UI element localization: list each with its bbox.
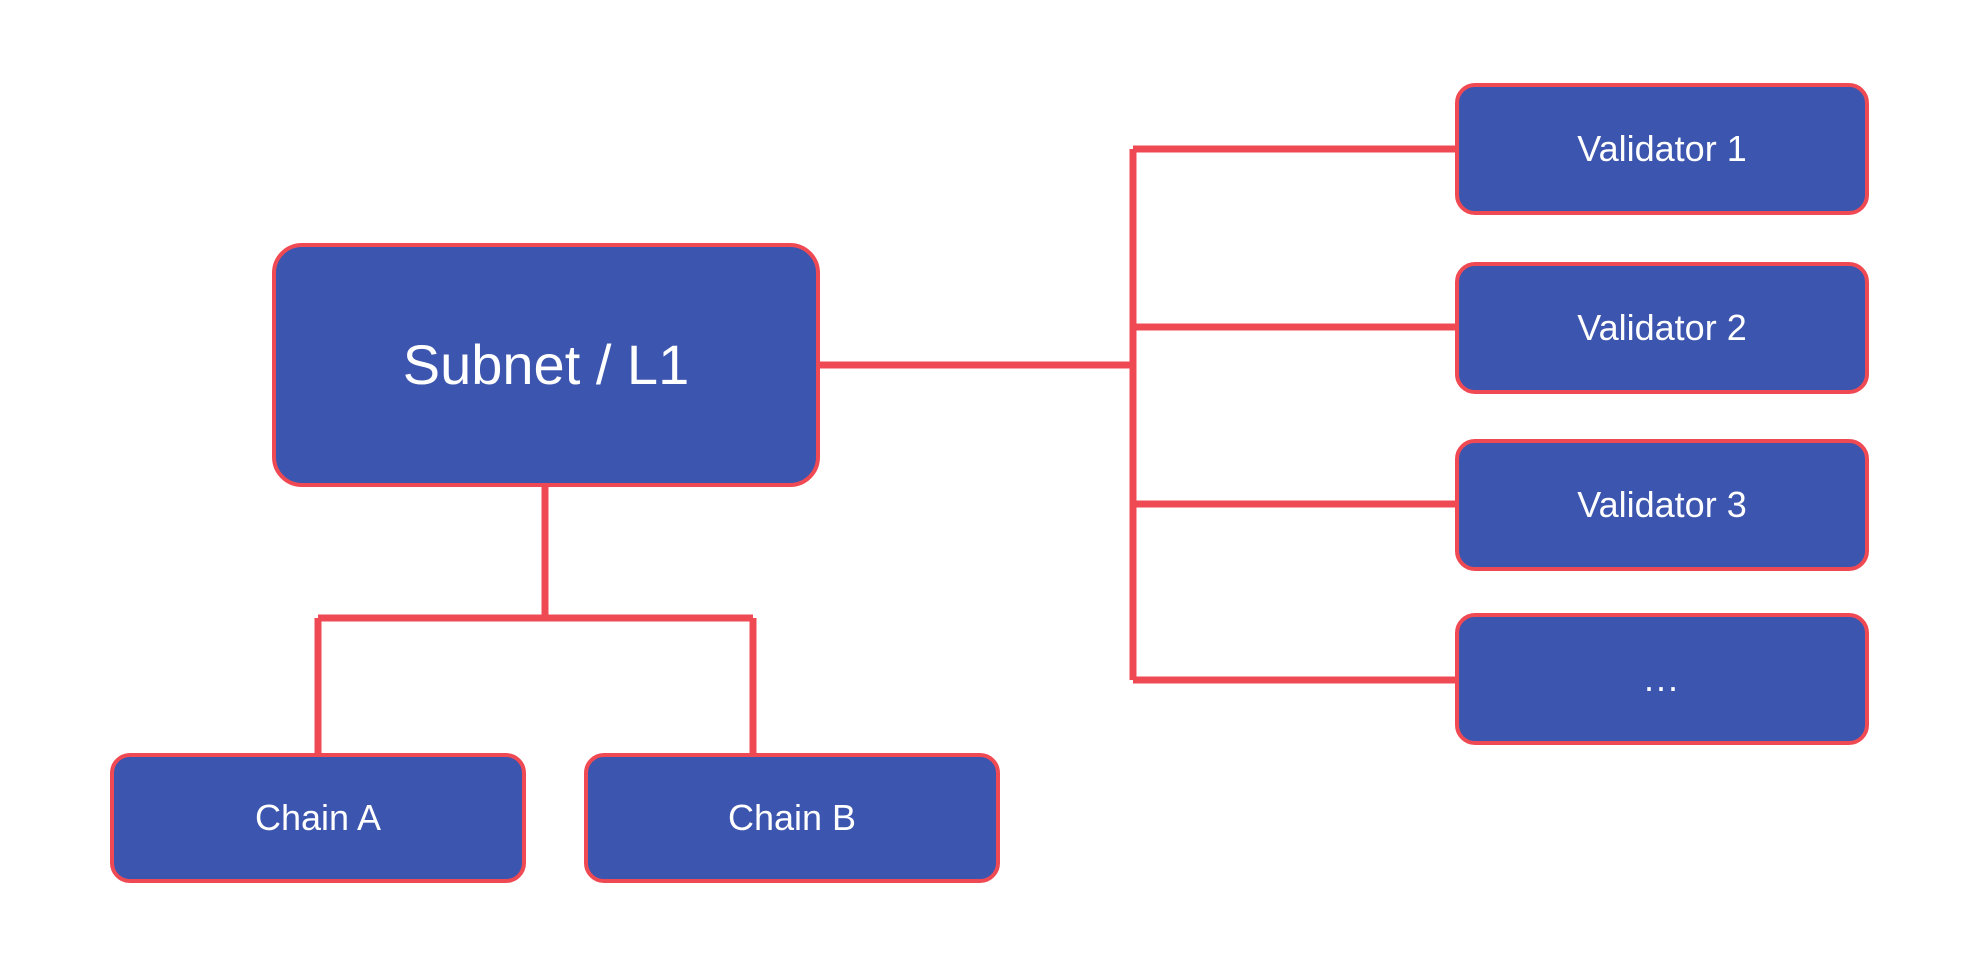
- chain-b-label: Chain B: [727, 797, 857, 839]
- subnet-l1-label: Subnet / L1: [402, 333, 690, 397]
- validator-more-label: ...: [1643, 658, 1680, 700]
- subnet-l1-node[interactable]: Subnet / L1: [272, 243, 820, 487]
- validator-3-node[interactable]: Validator 3: [1455, 439, 1869, 571]
- validator-1-label: Validator 1: [1577, 128, 1747, 170]
- chain-b-node[interactable]: Chain B: [584, 753, 1000, 883]
- validator-1-node[interactable]: Validator 1: [1455, 83, 1869, 215]
- validator-3-label: Validator 3: [1577, 484, 1747, 526]
- chain-a-node[interactable]: Chain A: [110, 753, 526, 883]
- validator-2-node[interactable]: Validator 2: [1455, 262, 1869, 394]
- chain-a-label: Chain A: [254, 797, 382, 839]
- validator-2-label: Validator 2: [1577, 307, 1747, 349]
- validator-more-node[interactable]: ...: [1455, 613, 1869, 745]
